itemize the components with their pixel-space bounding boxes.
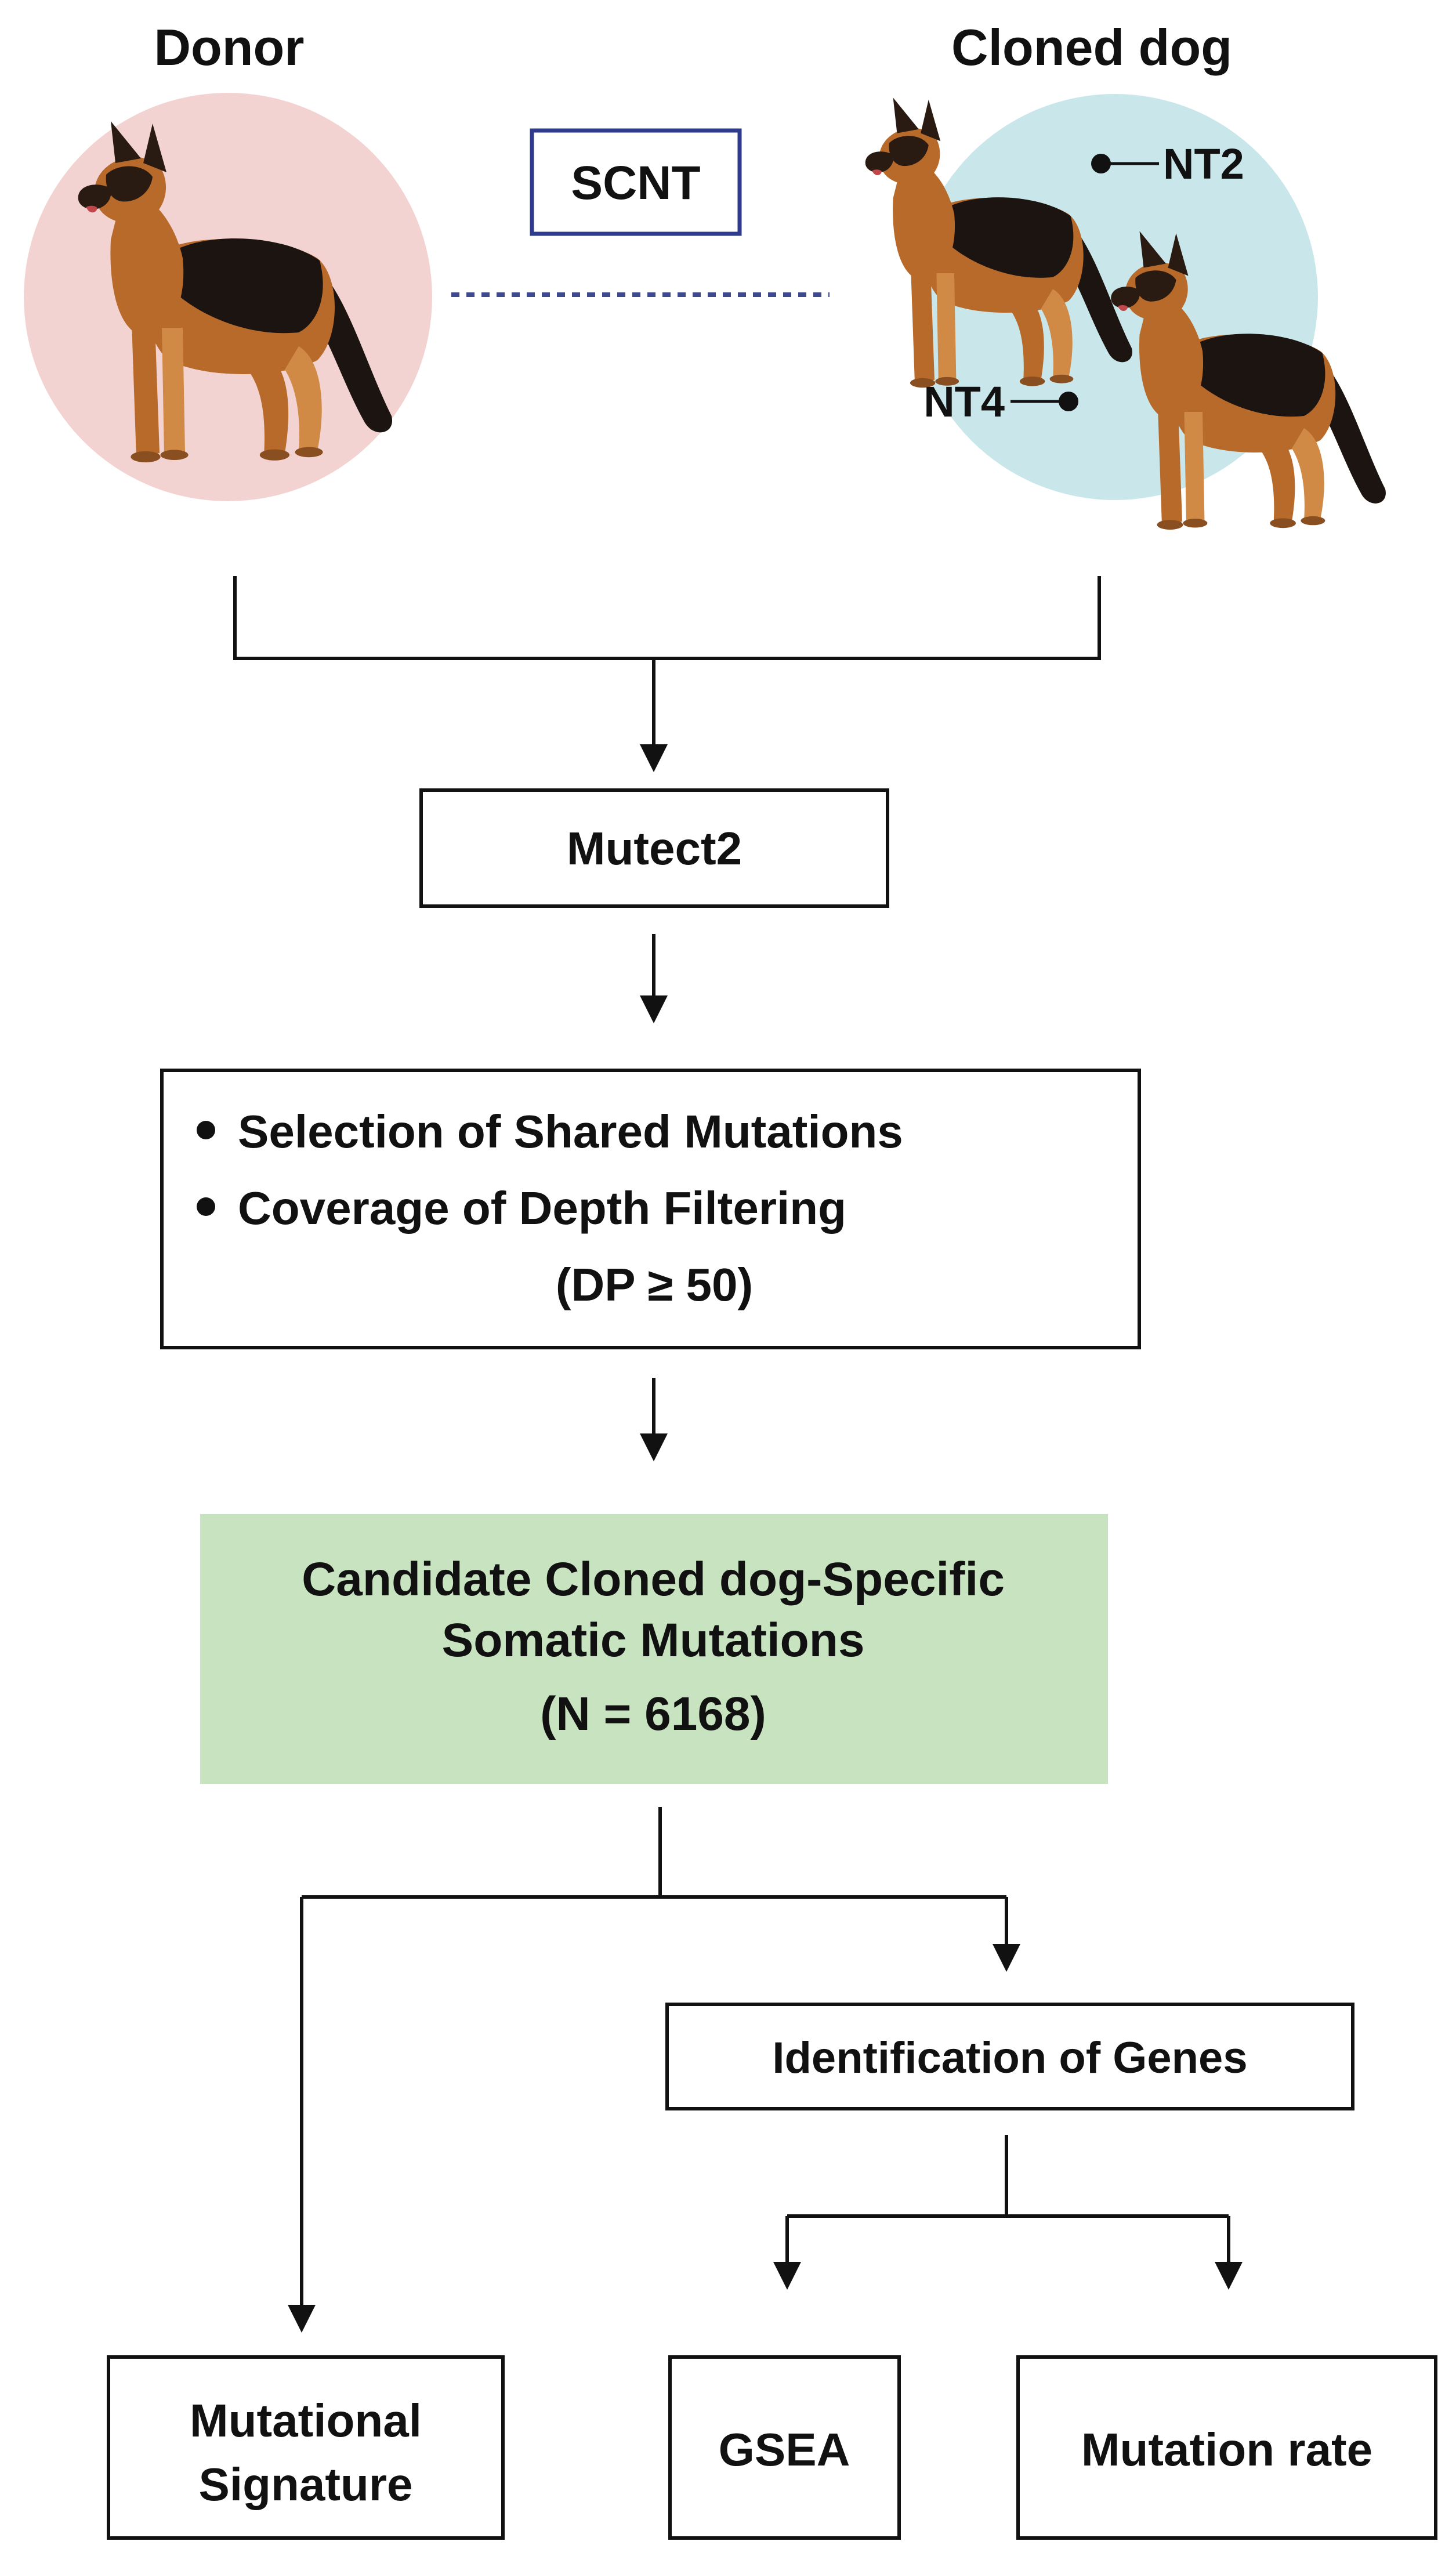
scnt-label: SCNT	[571, 157, 700, 209]
donor-label: Donor	[154, 19, 304, 76]
mutational-signature-line-2: Signature	[199, 2459, 413, 2510]
bullet-dot	[197, 1121, 215, 1139]
bullet-dot	[197, 1197, 215, 1216]
gene-identification-box	[665, 2003, 1354, 2110]
candidate-count: (N = 6168)	[540, 1688, 766, 1740]
mutational-signature-box	[107, 2355, 505, 2540]
gsea-label: GSEA	[719, 2424, 850, 2475]
filter-box	[160, 1069, 1141, 1349]
mutation-rate-label: Mutation rate	[1081, 2424, 1372, 2475]
cloned-dog-label: Cloned dog	[951, 19, 1232, 76]
gene-identification-label: Identification of Genes	[772, 2033, 1247, 2083]
filter-bullet-1: Selection of Shared Mutations	[238, 1106, 903, 1157]
filter-condition: (DP ≥ 50)	[556, 1259, 753, 1310]
mutation-rate-box	[1016, 2355, 1437, 2540]
candidate-box	[200, 1514, 1108, 1784]
filter-bullet-2: Coverage of Depth Filtering	[238, 1182, 846, 1234]
merge-bracket	[233, 576, 1101, 660]
candidate-line-2: Somatic Mutations	[442, 1614, 865, 1667]
gsea-box	[668, 2355, 901, 2540]
candidate-line-1: Candidate Cloned dog-Specific	[302, 1553, 1005, 1606]
mutect2-label: Mutect2	[567, 823, 742, 874]
mutational-signature-line-1: Mutational	[190, 2395, 422, 2446]
nt2-label: NT2	[1163, 140, 1244, 188]
mutect2-box	[419, 788, 889, 908]
nt4-label: NT4	[923, 378, 1005, 426]
scnt-box	[530, 128, 742, 236]
